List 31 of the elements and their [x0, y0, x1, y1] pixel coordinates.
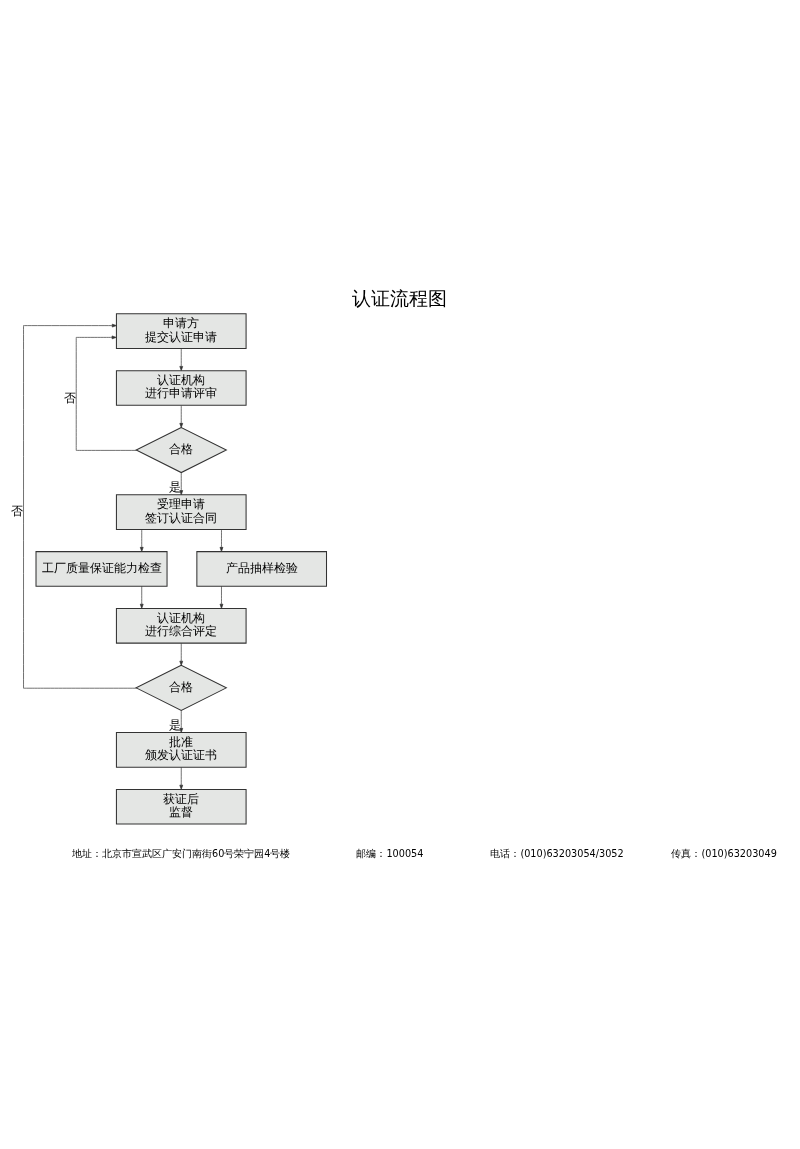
arrow [179, 405, 184, 428]
label: 电话：(010)63203054/3052 [490, 847, 624, 859]
arrow [179, 348, 184, 371]
edge-label: 否 [11, 504, 24, 519]
label: 传真：(010)63203049 [671, 847, 777, 859]
edge-label: 是 [169, 480, 182, 495]
node-box: 受理申请 签订认证合同 [115, 494, 247, 530]
label: 地址：北京市宣武区广安门南街60号荣宁园4号楼 [72, 847, 291, 859]
node-box: 申请方 提交认证申请 [115, 313, 247, 349]
arrow [179, 472, 184, 496]
diagram-title: 认证流程图 [352, 287, 448, 311]
node-box: 认证机构 进行综合评定 [115, 607, 247, 644]
node-box: 产品抽样检验 [196, 551, 328, 587]
node-box: 批准 颁发认证证书 [115, 732, 247, 768]
arrow [179, 710, 184, 733]
node-diamond: 合格 [135, 426, 228, 474]
edge-label: 是 [169, 717, 182, 732]
arrow [139, 585, 144, 609]
edge-label: 否 [63, 391, 76, 406]
arrow [219, 529, 224, 552]
arrow [179, 766, 184, 790]
arrow [219, 585, 224, 609]
arrow [179, 643, 184, 666]
node-box: 获证后 监督 [115, 788, 247, 825]
node-diamond: 合格 [135, 664, 228, 711]
node-box: 认证机构 进行申请评审 [115, 370, 247, 406]
arrow [23, 323, 138, 689]
label: 邮编：100054 [356, 847, 424, 859]
arrow [139, 529, 144, 552]
arrow [75, 335, 138, 451]
node-box: 工厂质量保证能力检查 [35, 551, 168, 587]
